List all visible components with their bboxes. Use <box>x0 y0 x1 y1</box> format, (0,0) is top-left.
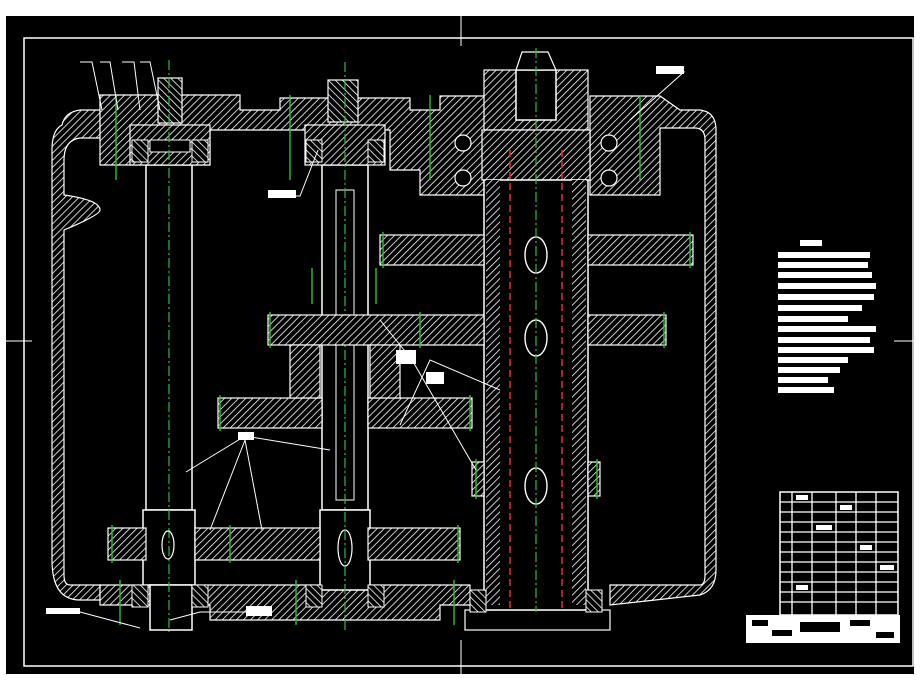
inner-border <box>23 37 914 667</box>
gear-right-1-left <box>379 234 485 266</box>
left-shaft <box>129 60 211 632</box>
gear-left-bottom-left <box>107 527 147 561</box>
gear-mid-2-left <box>217 397 323 429</box>
gear-mid-2-right <box>367 397 473 429</box>
gear-right-1-right <box>587 234 694 266</box>
leader-label-blobs <box>46 66 684 616</box>
gear-left-bottom-right <box>194 527 321 561</box>
gear-right-2 <box>587 314 667 346</box>
title-block <box>746 491 900 643</box>
gear-mid-1 <box>267 314 485 346</box>
bearings <box>131 134 618 613</box>
gear-pitch-lines <box>111 95 691 625</box>
technical-requirements-block <box>778 240 876 393</box>
centering-marks <box>6 16 914 674</box>
right-spindle <box>481 48 591 612</box>
